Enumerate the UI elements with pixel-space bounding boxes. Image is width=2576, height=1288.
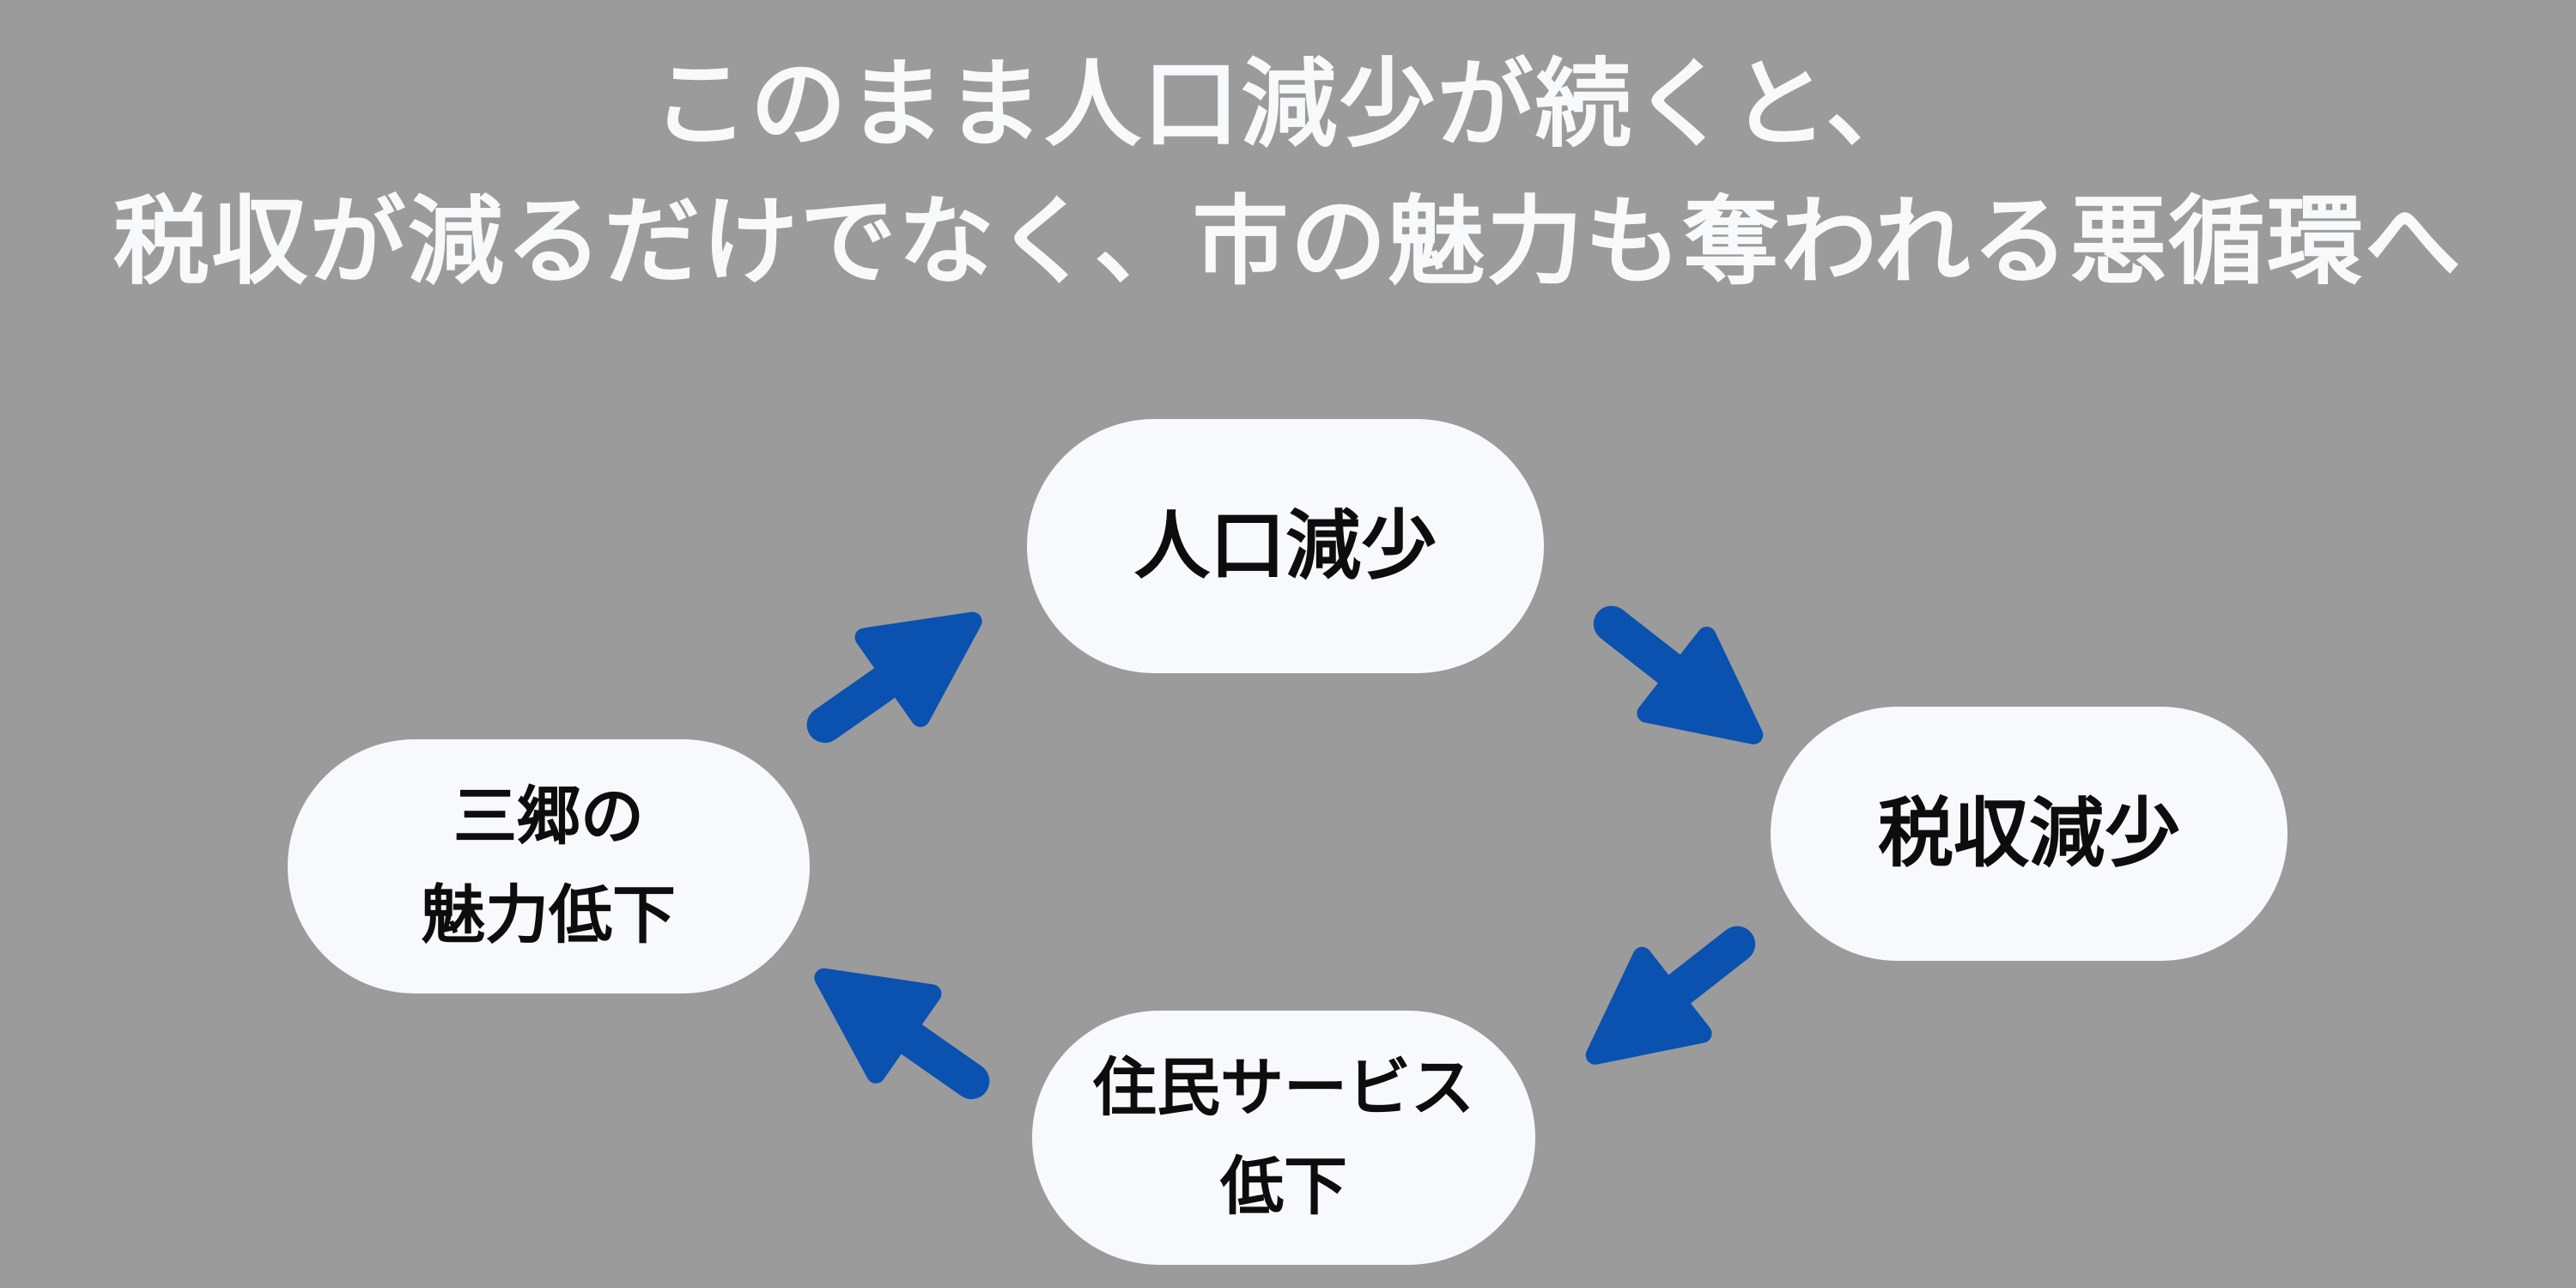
title-line-2: 税収が減るだけでなく、市の魅力も奪われる悪循環へ (112, 188, 2464, 296)
node-tax-revenue-decline-label: 税収減少 (1877, 791, 2180, 877)
node-misato-appeal-decline-label-line2: 魅力低下 (422, 879, 676, 951)
node-misato-appeal-decline: 三郷の 魅力低下 (288, 739, 810, 993)
arrow-glyph (814, 968, 990, 1100)
arrow-population-to-tax-icon (1552, 555, 1811, 802)
arrow-glyph (1593, 605, 1764, 744)
node-resident-service-decline-label-line2: 低下 (1220, 1151, 1347, 1222)
node-misato-appeal-decline-label-line1: 三郷の (453, 781, 644, 853)
node-tax-revenue-decline: 税収減少 (1771, 707, 2287, 961)
arrow-glyph (1585, 926, 1756, 1065)
arrow-appeal-to-population-icon (768, 553, 1027, 796)
arrow-tax-to-service-icon (1538, 875, 1797, 1122)
node-resident-service-decline-label-line1: 住民サービス (1093, 1052, 1474, 1124)
page-title: このまま人口減少が続くと、 税収が減るだけでなく、市の魅力も奪われる悪循環へ (0, 36, 2576, 311)
arrow-glyph (806, 611, 982, 744)
title-line-1: このまま人口減少が続くと、 (652, 51, 1924, 158)
node-population-decline-label: 人口減少 (1133, 503, 1437, 589)
node-resident-service-decline: 住民サービス 低下 (1032, 1011, 1535, 1265)
node-population-decline: 人口減少 (1027, 419, 1544, 673)
arrow-service-to-appeal-icon (769, 909, 1029, 1152)
